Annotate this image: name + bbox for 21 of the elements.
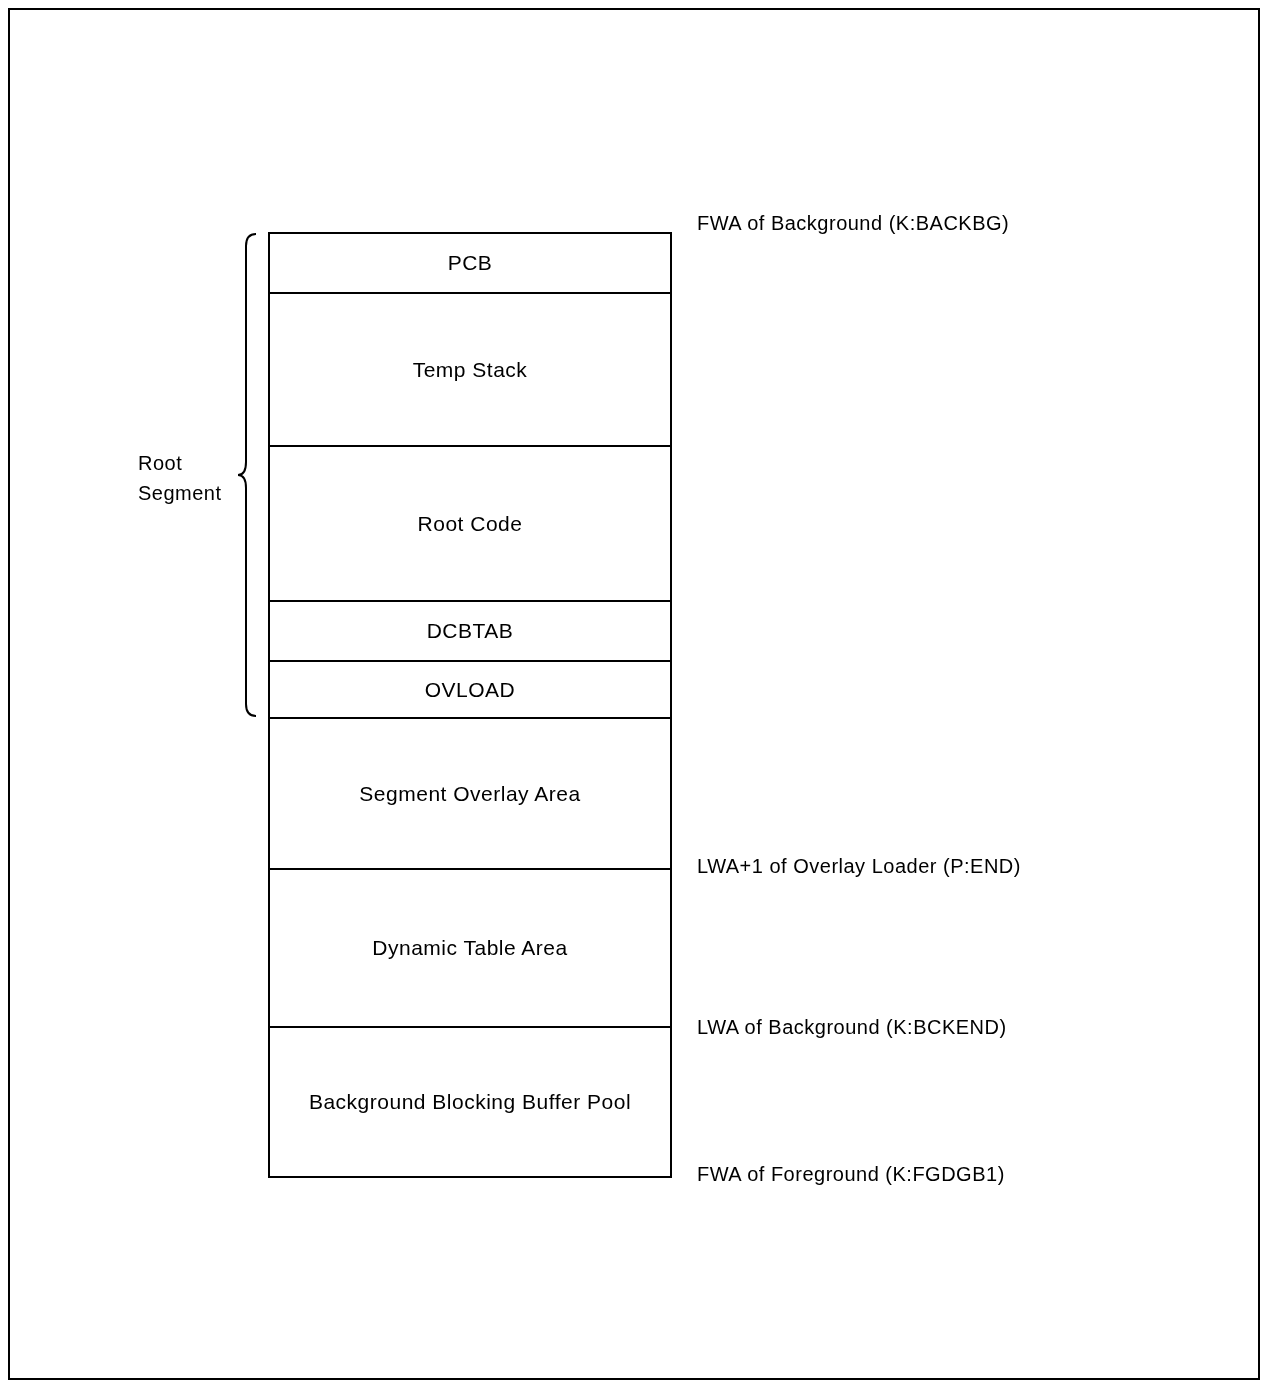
address-label: FWA of Foreground (K:FGDGB1) bbox=[697, 1163, 1005, 1186]
memory-region-box bbox=[268, 600, 672, 662]
memory-region-box bbox=[268, 660, 672, 719]
memory-region-box bbox=[268, 1026, 672, 1178]
region-label: Background Blocking Buffer Pool bbox=[308, 1090, 632, 1114]
region-label: DCBTAB bbox=[426, 619, 514, 643]
region-label: PCB bbox=[447, 251, 493, 275]
region-label: OVLOAD bbox=[424, 677, 516, 702]
region-label: Root Code bbox=[417, 511, 523, 536]
bracket-label: Root Segment bbox=[138, 451, 223, 506]
memory-region-box bbox=[268, 717, 672, 870]
address-label: LWA+1 of Overlay Loader (P:END) bbox=[697, 855, 1021, 878]
address-label: FWA of Background (K:BACKBG) bbox=[697, 212, 1010, 235]
address-label: LWA of Background (K:BCKEND) bbox=[697, 1016, 1007, 1039]
memory-region-box bbox=[268, 232, 672, 294]
region-label: Temp Stack bbox=[412, 357, 528, 382]
region-label: Segment Overlay Area bbox=[359, 781, 581, 806]
memory-region-box bbox=[268, 868, 672, 1028]
memory-region-box bbox=[268, 445, 672, 602]
memory-region-box bbox=[268, 292, 672, 447]
region-label: Dynamic Table Area bbox=[372, 936, 568, 960]
